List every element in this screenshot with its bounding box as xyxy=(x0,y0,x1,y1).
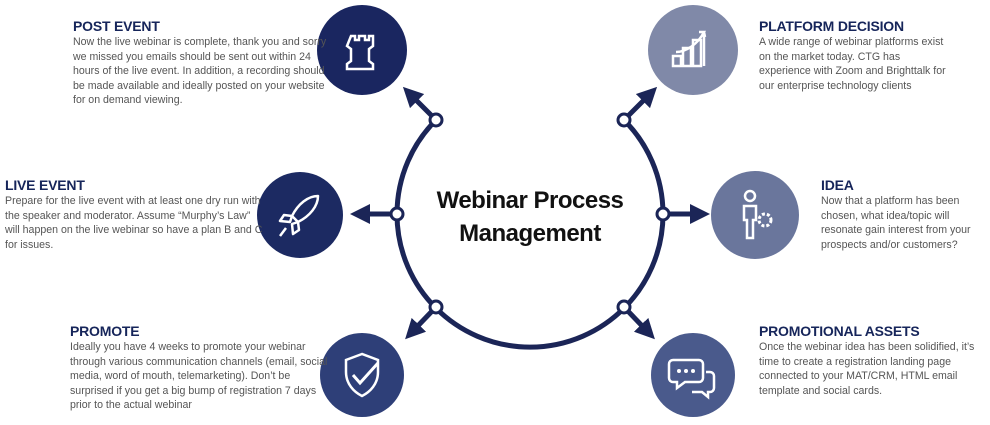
step-promote: PROMOTE Ideally you have 4 weeks to prom… xyxy=(70,323,330,413)
step-promotional-assets: PROMOTIONAL ASSETS Once the webinar idea… xyxy=(759,323,989,398)
step-text: A wide range of webinar platforms exist … xyxy=(759,36,946,92)
step-platform-decision: PLATFORM DECISION A wide range of webina… xyxy=(759,18,949,93)
step-text: Now that a platform has been chosen, wha… xyxy=(821,195,971,251)
step-text: Prepare for the live event with at least… xyxy=(5,195,263,251)
ring-node xyxy=(428,299,444,315)
step-title: PROMOTE xyxy=(70,323,140,339)
step-text: Now the live webinar is complete, thank … xyxy=(73,36,327,107)
step-text: Ideally you have 4 weeks to promote your… xyxy=(70,341,328,412)
chat-bubbles-icon xyxy=(651,333,735,417)
diagram-title: Webinar Process Management xyxy=(420,184,640,250)
step-title: PLATFORM DECISION xyxy=(759,18,904,34)
step-title: POST EVENT xyxy=(73,18,160,34)
step-title: PROMOTIONAL ASSETS xyxy=(759,323,920,339)
step-title: LIVE EVENT xyxy=(5,177,85,193)
person-gear-icon xyxy=(711,171,799,259)
chess-rook-icon xyxy=(317,5,407,95)
step-title: IDEA xyxy=(821,177,854,193)
step-text: Once the webinar idea has been solidifie… xyxy=(759,341,975,397)
ring-node xyxy=(428,112,444,128)
ring-node xyxy=(389,206,405,222)
title-line-1: Webinar Process xyxy=(436,187,624,214)
shield-check-icon xyxy=(320,333,404,417)
title-line-2: Management xyxy=(459,220,601,247)
growth-chart-icon xyxy=(648,5,738,95)
step-post-event: POST EVENT Now the live webinar is compl… xyxy=(73,18,333,108)
ring-node xyxy=(616,112,632,128)
rocket-icon xyxy=(257,172,343,258)
step-live-event: LIVE EVENT Prepare for the live event wi… xyxy=(5,177,263,252)
ring-node xyxy=(655,206,671,222)
ring-node xyxy=(616,299,632,315)
step-idea: IDEA Now that a platform has been chosen… xyxy=(821,177,989,252)
